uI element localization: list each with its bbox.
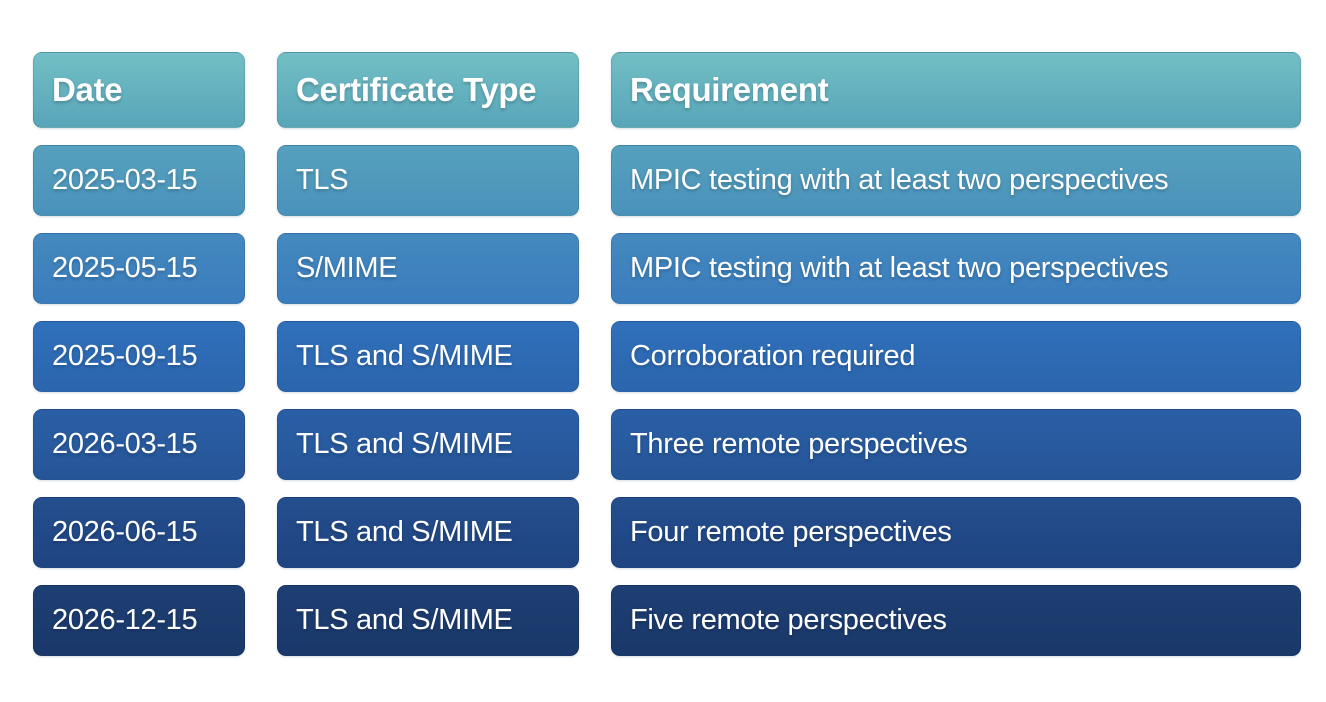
column-header-certificate-type-label: Certificate Type — [296, 71, 537, 108]
certificate-type-value: S/MIME — [296, 252, 398, 284]
table-cell-certificate-type: TLS and S/MIME — [277, 409, 579, 480]
mpic-requirements-table: Date Certificate Type Requirement 2025-0… — [33, 52, 1301, 656]
column-header-date-label: Date — [52, 71, 123, 108]
table-cell-certificate-type: S/MIME — [277, 233, 579, 304]
table-cell-requirement: Four remote perspectives — [611, 497, 1301, 568]
column-header-requirement-label: Requirement — [630, 71, 829, 108]
date-value: 2025-09-15 — [52, 340, 198, 372]
date-value: 2025-03-15 — [52, 164, 198, 196]
table-cell-date: 2025-03-15 — [33, 145, 245, 216]
table-cell-date: 2026-06-15 — [33, 497, 245, 568]
requirement-value: Three remote perspectives — [630, 428, 968, 460]
table-cell-date: 2026-03-15 — [33, 409, 245, 480]
certificate-type-value: TLS and S/MIME — [296, 516, 513, 548]
table-cell-certificate-type: TLS — [277, 145, 579, 216]
requirement-value: Corroboration required — [630, 340, 916, 372]
table-cell-requirement: MPIC testing with at least two perspecti… — [611, 233, 1301, 304]
table-cell-requirement: MPIC testing with at least two perspecti… — [611, 145, 1301, 216]
requirement-value: Five remote perspectives — [630, 604, 947, 636]
requirement-value: MPIC testing with at least two perspecti… — [630, 252, 1169, 284]
column-header-date: Date — [33, 52, 245, 128]
certificate-type-value: TLS and S/MIME — [296, 340, 513, 372]
table-cell-requirement: Corroboration required — [611, 321, 1301, 392]
date-value: 2025-05-15 — [52, 252, 198, 284]
date-value: 2026-12-15 — [52, 604, 198, 636]
table-cell-date: 2025-05-15 — [33, 233, 245, 304]
table-cell-date: 2025-09-15 — [33, 321, 245, 392]
table-cell-certificate-type: TLS and S/MIME — [277, 497, 579, 568]
column-header-requirement: Requirement — [611, 52, 1301, 128]
date-value: 2026-03-15 — [52, 428, 198, 460]
date-value: 2026-06-15 — [52, 516, 198, 548]
certificate-type-value: TLS and S/MIME — [296, 604, 513, 636]
column-header-certificate-type: Certificate Type — [277, 52, 579, 128]
requirement-value: MPIC testing with at least two perspecti… — [630, 164, 1169, 196]
table-cell-certificate-type: TLS and S/MIME — [277, 321, 579, 392]
certificate-type-value: TLS — [296, 164, 349, 196]
certificate-type-value: TLS and S/MIME — [296, 428, 513, 460]
table-cell-date: 2026-12-15 — [33, 585, 245, 656]
table-cell-certificate-type: TLS and S/MIME — [277, 585, 579, 656]
requirement-value: Four remote perspectives — [630, 516, 952, 548]
table-cell-requirement: Five remote perspectives — [611, 585, 1301, 656]
table-cell-requirement: Three remote perspectives — [611, 409, 1301, 480]
